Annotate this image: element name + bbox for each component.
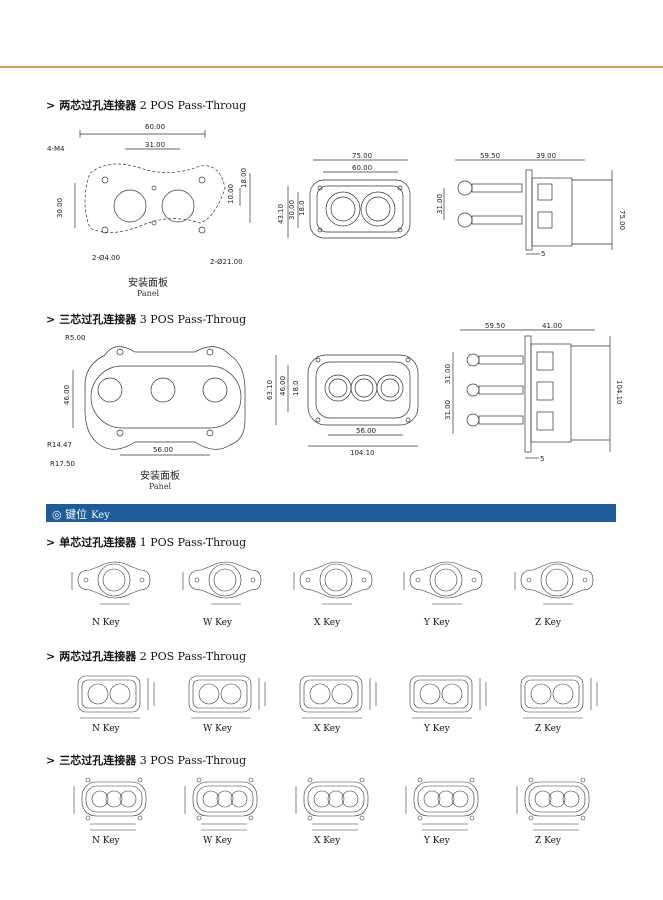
dim-10: 10.00 bbox=[227, 184, 235, 204]
two-pos-side-drawing: 59.50 39.00 31.00 75.00 5 bbox=[436, 152, 626, 258]
key-drawing-2-n bbox=[77, 675, 155, 719]
key-caption-2-w: W Key bbox=[203, 724, 233, 734]
key-drawing-3-y bbox=[405, 777, 479, 831]
dim-31: 31.00 bbox=[145, 141, 165, 149]
dim-31b: 31.00 bbox=[444, 400, 452, 420]
section-title-2pos: >两芯过孔连接器 2 POS Pass-Throug bbox=[46, 99, 247, 112]
two-pos-front-drawing: 75.00 60.00 43.10 30.00 18.0 bbox=[277, 152, 411, 239]
dim-31-side: 31.00 bbox=[436, 194, 444, 214]
key-caption-3-y: Y Key bbox=[424, 836, 450, 846]
dim-4m4: 4-M4 bbox=[47, 145, 65, 153]
key-drawing-2-z bbox=[520, 675, 598, 719]
three-pos-front-drawing: 63.10 46.00 18.0 56.00 104.10 bbox=[266, 354, 419, 457]
dim-5-3: 5 bbox=[540, 455, 544, 463]
key-caption-1-z: Z Key bbox=[535, 618, 562, 628]
key-drawing-1-z bbox=[514, 561, 594, 605]
key-drawing-1-x bbox=[293, 561, 373, 605]
key-caption-3-z: Z Key bbox=[535, 836, 562, 846]
key-drawing-3-z bbox=[516, 777, 590, 831]
key-drawing-1-w bbox=[182, 561, 262, 605]
key-caption-2-n: N Key bbox=[92, 724, 120, 734]
key-drawing-2-y bbox=[409, 675, 487, 719]
section-title-2pos-key: >两芯过孔连接器 2 POS Pass-Throug bbox=[46, 650, 247, 663]
section-title-1pos-key: >单芯过孔连接器 1 POS Pass-Throug bbox=[46, 536, 247, 549]
dim-18-front3: 18.0 bbox=[292, 380, 300, 396]
dim-104-front: 104.10 bbox=[350, 449, 375, 457]
key-drawing-3-n bbox=[73, 777, 147, 831]
dim-30: 30.00 bbox=[56, 198, 64, 218]
key-drawing-2-x bbox=[299, 675, 377, 719]
dim-104-side: 104.10 bbox=[615, 380, 623, 405]
dim-r17: R17.50 bbox=[50, 460, 75, 468]
dim-39: 39.00 bbox=[536, 152, 556, 160]
dim-31a: 31.00 bbox=[444, 364, 452, 384]
dim-75: 75.00 bbox=[352, 152, 372, 160]
section-title-3pos: >三芯过孔连接器 3 POS Pass-Throug bbox=[46, 313, 247, 326]
three-pos-panel-drawing: R5.00 46.00 R14.47 R17.50 56.00 bbox=[47, 334, 246, 468]
dim-r14: R14.47 bbox=[47, 441, 72, 449]
three-pos-side-drawing: 59.50 41.00 31.00 31.00 104.10 5 bbox=[444, 322, 623, 463]
key-drawing-2-w bbox=[188, 675, 266, 719]
dim-5: 5 bbox=[541, 250, 545, 258]
dim-small-hole: 2-Ø4.00 bbox=[92, 254, 120, 262]
dim-18-front: 18.0 bbox=[298, 200, 306, 216]
key-caption-2-y: Y Key bbox=[424, 724, 450, 734]
key-caption-3-n: N Key bbox=[92, 836, 120, 846]
dim-60-front: 60.00 bbox=[352, 164, 372, 172]
key-drawing-3-w bbox=[184, 777, 258, 831]
dim-big-hole: 2-Ø21.00 bbox=[210, 258, 243, 266]
two-pos-panel-drawing: 60.00 31.00 4-M4 30.00 10.00 18.00 2-Ø4.… bbox=[47, 123, 251, 266]
key-caption-2-x: X Key bbox=[314, 724, 341, 734]
dim-56-panel: 56.00 bbox=[153, 446, 173, 454]
key-drawing-1-n bbox=[71, 561, 151, 605]
dim-63-front: 63.10 bbox=[266, 380, 274, 400]
key-caption-1-x: X Key bbox=[314, 618, 341, 628]
key-caption-2-z: Z Key bbox=[535, 724, 562, 734]
dim-18: 18.00 bbox=[240, 168, 248, 188]
key-caption-3-x: X Key bbox=[314, 836, 341, 846]
section-title-3pos-key: >三芯过孔连接器 3 POS Pass-Throug bbox=[46, 754, 247, 767]
key-bar-icon: ◎ bbox=[52, 508, 62, 521]
key-caption-3-w: W Key bbox=[203, 836, 233, 846]
dim-60: 60.00 bbox=[145, 123, 165, 131]
dim-30-front: 30.00 bbox=[288, 200, 296, 220]
dim-59-5-3: 59.50 bbox=[485, 322, 505, 330]
dim-r5: R5.00 bbox=[65, 334, 85, 342]
key-caption-1-y: Y Key bbox=[424, 618, 450, 628]
dim-59-5: 59.50 bbox=[480, 152, 500, 160]
dim-46-panel: 46.00 bbox=[63, 385, 71, 405]
dim-43: 43.10 bbox=[277, 204, 285, 224]
key-drawing-1-y bbox=[403, 561, 483, 605]
header-divider bbox=[0, 66, 663, 68]
dim-41: 41.00 bbox=[542, 322, 562, 330]
dim-75-side: 75.00 bbox=[618, 210, 626, 230]
dim-56-front: 56.00 bbox=[356, 427, 376, 435]
key-caption-1-w: W Key bbox=[203, 618, 233, 628]
dim-46-front: 46.00 bbox=[279, 376, 287, 396]
key-caption-1-n: N Key bbox=[92, 618, 120, 628]
key-drawing-3-x bbox=[295, 777, 369, 831]
